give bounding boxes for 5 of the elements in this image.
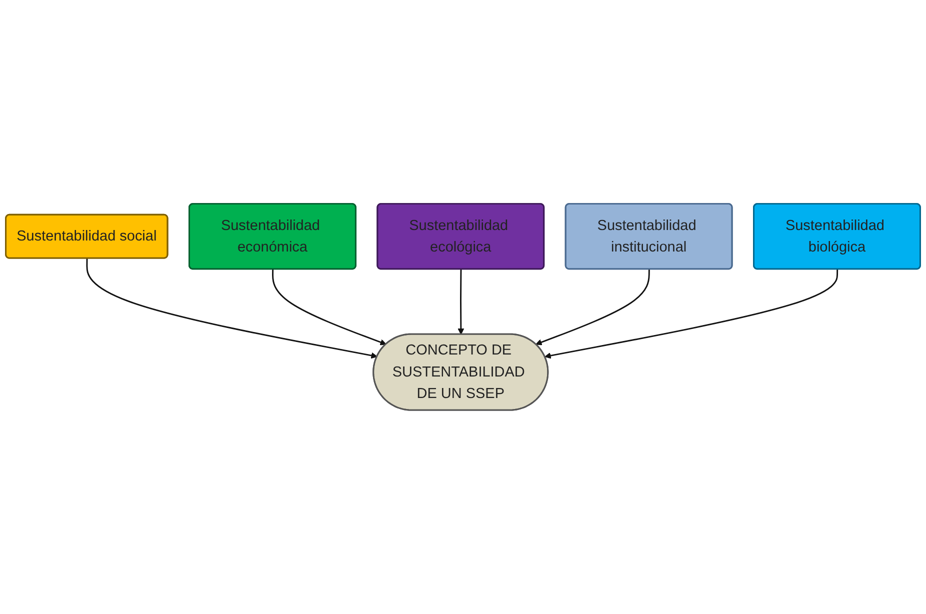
arrow <box>458 269 464 335</box>
arrow <box>272 269 386 346</box>
arrow <box>544 269 838 359</box>
arrow <box>536 269 650 346</box>
arrow <box>86 258 378 359</box>
